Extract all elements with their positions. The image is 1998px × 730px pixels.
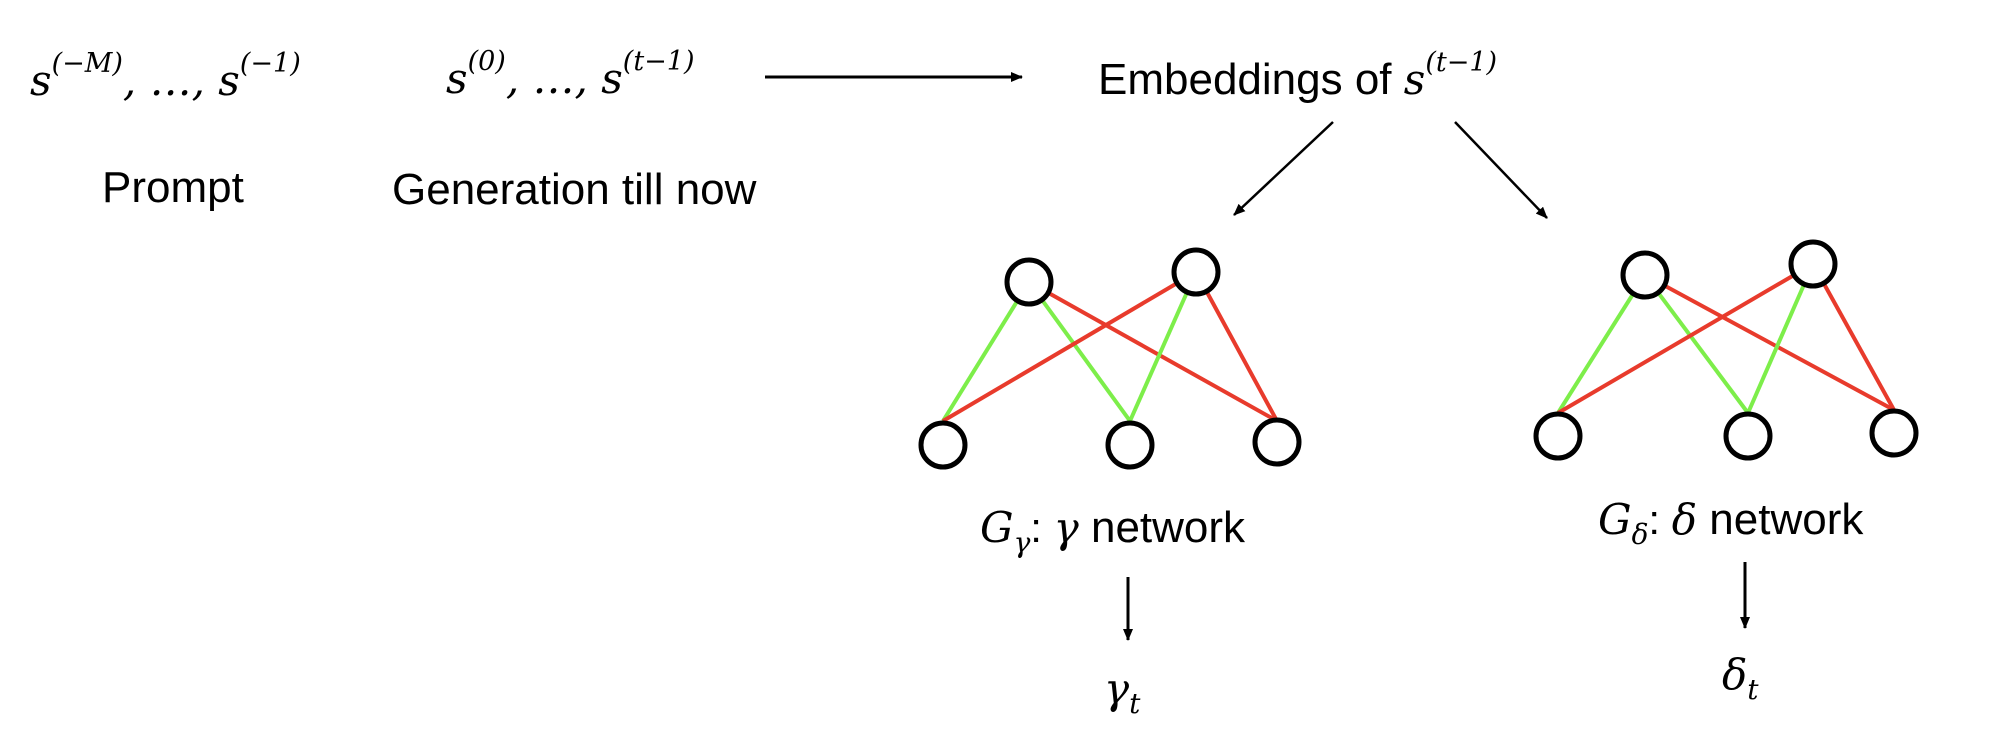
gamma-node-bottom-1 [918,420,968,470]
delta-edge-positive [1643,273,1750,415]
arrow-to-gamma-network [1233,121,1334,216]
embeddings-label: Embeddings of s(t−1) [1098,47,1498,104]
prompt-label: Prompt [102,163,244,212]
delta-edge-positive [1746,263,1815,414]
gamma-edge-negative [1028,280,1278,423]
gamma-node-top-2 [1171,247,1221,297]
generation-label: Generation till now [392,165,757,214]
generation-sequence: s(0), …, s(t−1) [446,46,695,103]
gamma-node-bottom-3 [1252,417,1302,467]
delta-node-top-2 [1788,239,1838,289]
gamma-node-top-1 [1004,257,1054,307]
gamma-network [918,247,1302,470]
delta-output: δt [1722,650,1759,706]
delta-edge-positive [1556,273,1647,415]
delta-node-bottom-2 [1723,411,1773,461]
delta-network-label: Gδ: δ network [1598,495,1864,551]
delta-network [1533,239,1919,461]
gamma-node-bottom-2 [1105,420,1155,470]
gamma-edge-positive [1027,280,1132,423]
delta-edge-negative [1644,273,1895,412]
gamma-edge-positive [1128,271,1198,422]
gamma-edge-positive [941,280,1031,423]
delta-node-bottom-3 [1869,408,1919,458]
gamma-output: γt [1104,664,1141,720]
delta-node-bottom-1 [1533,411,1583,461]
arrow-to-delta-network [1454,121,1548,219]
delta-edge-negative [1556,262,1815,415]
prompt-sequence: s(−M), …, s(−1) [30,48,301,105]
delta-edge-negative [1811,263,1896,411]
delta-node-top-1 [1620,250,1670,300]
gamma-edge-negative [1194,271,1279,422]
gamma-network-label: Gγ: γ network [980,503,1246,559]
gamma-edge-negative [941,270,1198,423]
